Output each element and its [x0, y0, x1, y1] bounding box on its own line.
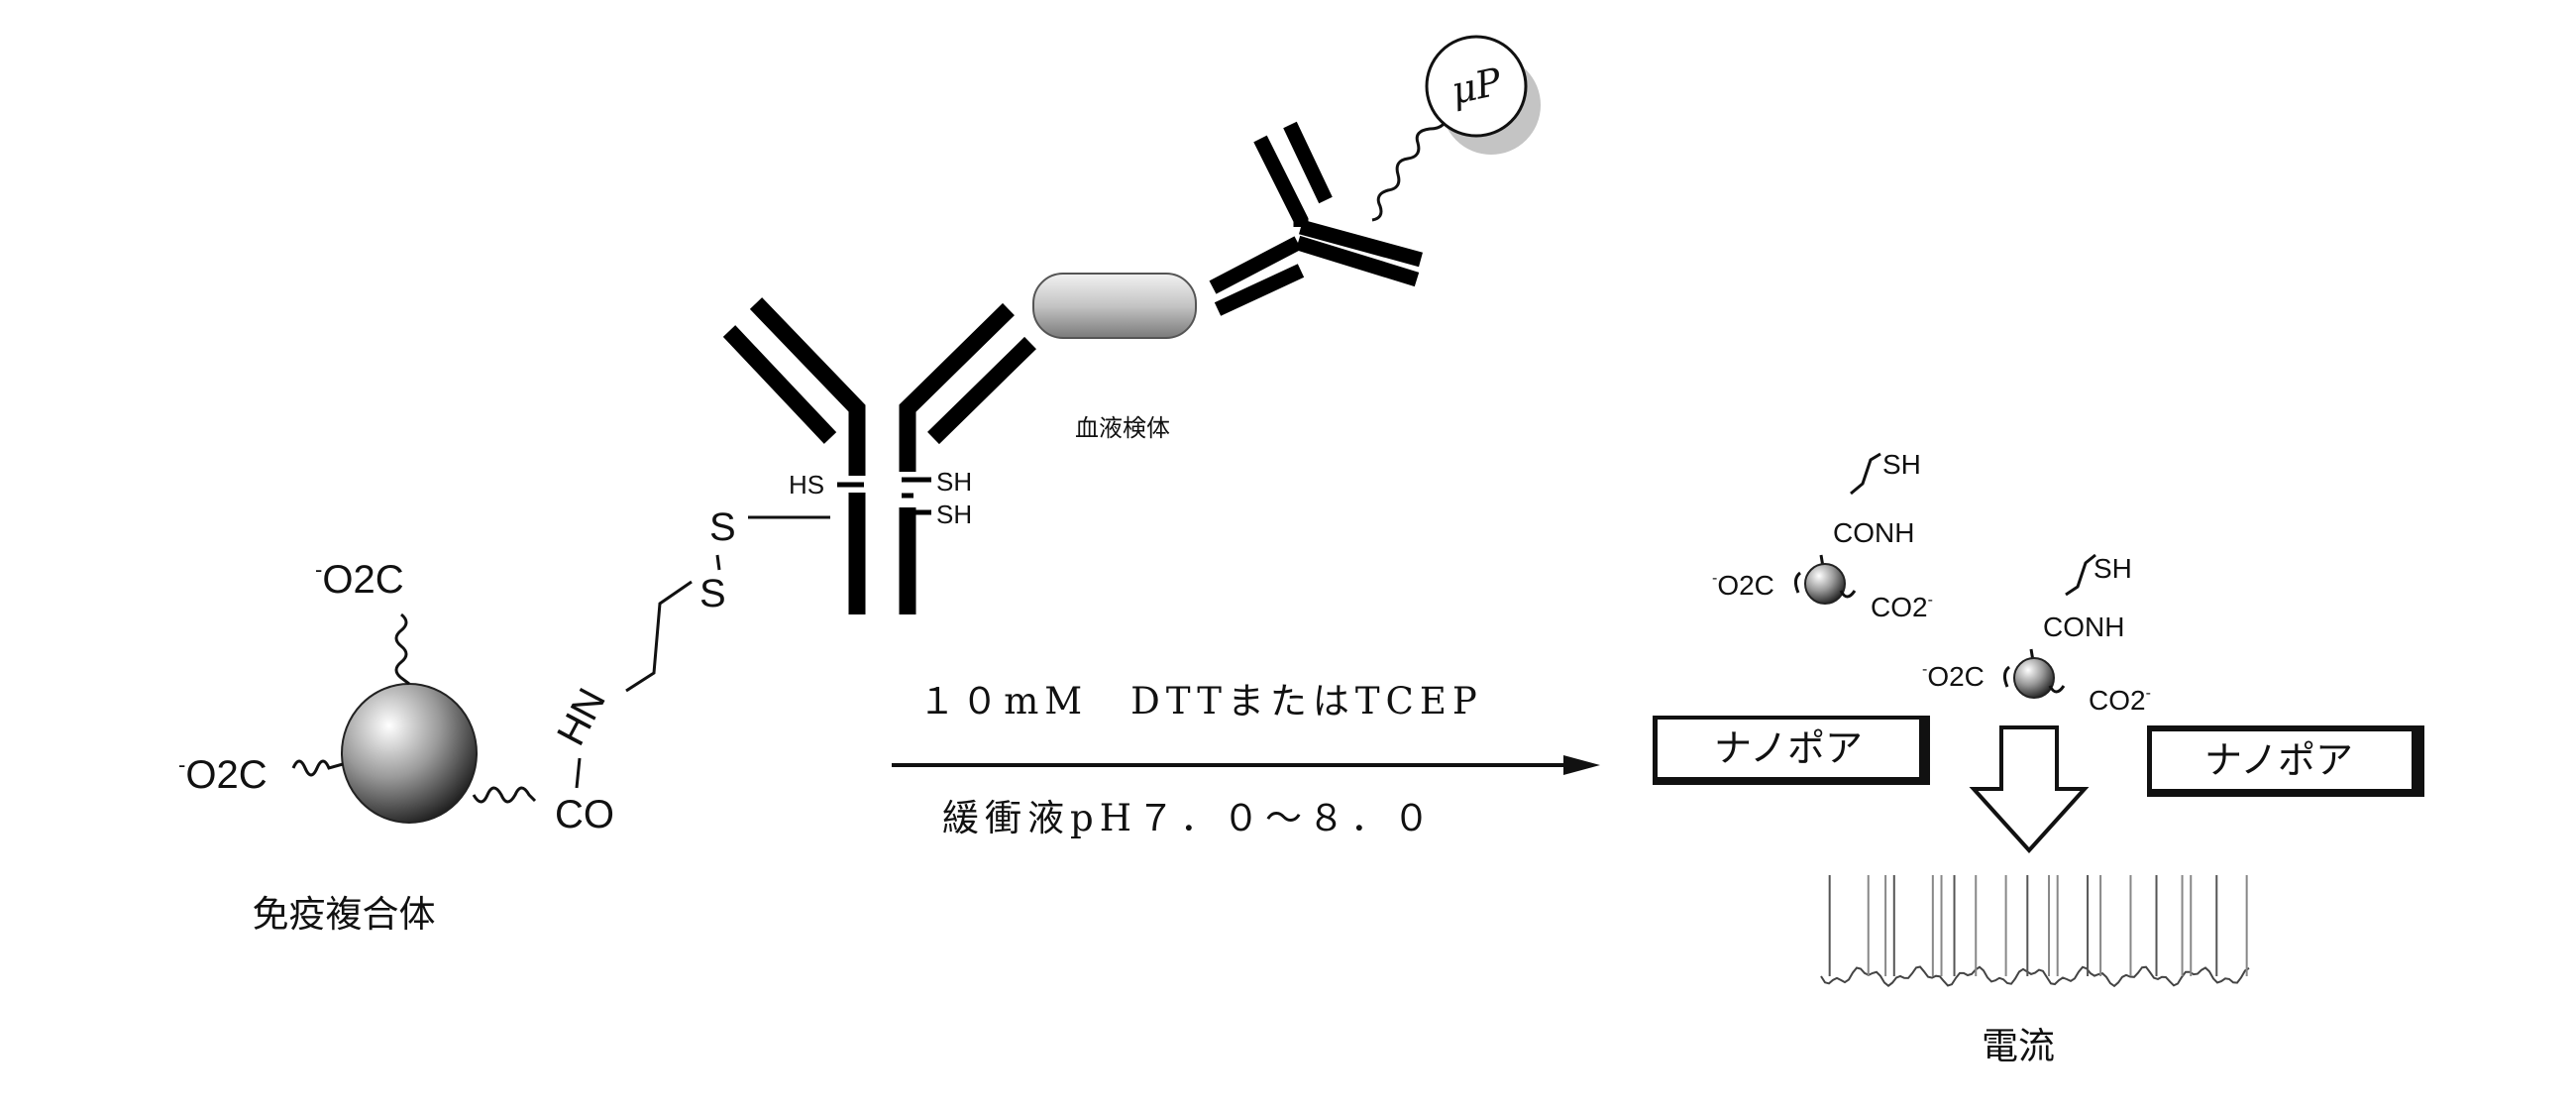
reagent-label: １０mM DTTまたはTCEP [918, 680, 1483, 723]
magnetic-bead [342, 684, 477, 823]
svg-text:SH: SH [1882, 449, 1921, 480]
svg-text:CONH: CONH [1833, 517, 1914, 548]
thiol-sh-1: SH [936, 467, 972, 497]
svg-text:ナノポア: ナノポア [1714, 726, 1863, 770]
svg-text:CO2-: CO2- [2089, 685, 2151, 716]
capture-antibody [729, 303, 1030, 614]
linker-right-wavy [474, 788, 535, 802]
nanopore-right: ナノポア [2147, 725, 2424, 797]
reaction-arrow [892, 755, 1600, 775]
antigen-capsule [1033, 274, 1196, 338]
carboxyl-left: -O2C [178, 752, 268, 797]
amide-co: CO [555, 793, 614, 836]
svg-text:CONH: CONH [2043, 612, 2124, 642]
svg-text:-O2C: -O2C [1712, 570, 1774, 601]
released-particle-1: SH CONH -O2C CO2- [1712, 449, 1933, 622]
svg-text:ナノポア: ナノポア [2204, 738, 2353, 782]
svg-text:SH: SH [2093, 553, 2132, 584]
sample-label: 血液検体 [1075, 414, 1170, 442]
alkyl-chain [626, 582, 692, 691]
amide-hn: HN [549, 682, 614, 753]
current-trace [1821, 875, 2249, 986]
disulfide-bond [717, 555, 719, 570]
bond-co-hn [577, 758, 580, 788]
linker-top-wavy [396, 614, 409, 684]
complex-label: 免疫複合体 [253, 893, 436, 936]
current-label: 電流 [1982, 1025, 2055, 1067]
condition-label: 緩衝液pH７．０〜８．０ [942, 797, 1436, 839]
sulfur-lower: S [699, 572, 726, 615]
nanopore-left: ナノポア [1653, 716, 1930, 785]
detection-antibody [1213, 125, 1421, 309]
svg-text:CO2-: CO2- [1871, 592, 1933, 622]
thiol-hs: HS [789, 470, 824, 500]
carboxyl-top: -O2C [315, 557, 404, 602]
svg-text:-O2C: -O2C [1922, 661, 1985, 692]
sulfur-upper: S [709, 505, 736, 549]
thiol-sh-2: SH [936, 500, 972, 529]
linker-particle-wavy [1372, 107, 1451, 220]
linker-left-wavy [293, 761, 343, 775]
down-arrow-icon [1974, 727, 2085, 850]
released-particle-2: SH CONH -O2C CO2- [1922, 553, 2151, 716]
